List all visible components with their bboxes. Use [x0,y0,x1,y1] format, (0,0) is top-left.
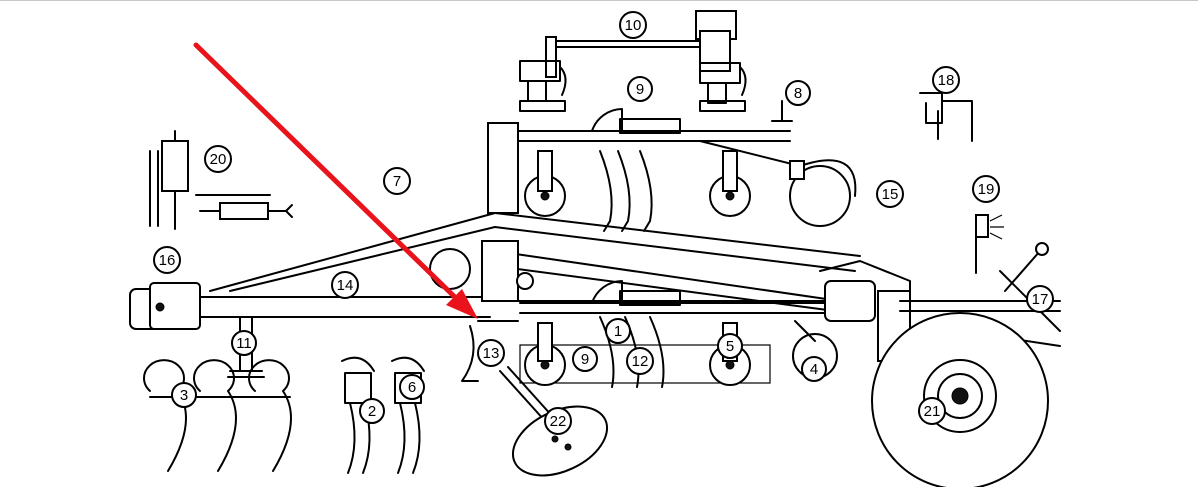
callout-5: 5 [717,333,743,359]
callout-13: 13 [477,339,505,367]
callout-14: 14 [331,271,359,299]
callout-label: 3 [180,387,188,404]
callout-label: 4 [810,361,818,378]
callout-label: 16 [159,252,176,269]
sensor-19 [975,214,1004,274]
callout-4: 4 [801,356,827,382]
callout-label: 8 [794,85,802,102]
callout-2: 2 [359,398,385,424]
upper-tine-frame [487,108,857,232]
callout-label: 9 [636,81,644,98]
callout-11: 11 [231,330,257,356]
callout-20: 20 [204,145,232,173]
lower-tine-frame [461,280,838,477]
callout-12: 12 [626,347,654,375]
callout-label: 11 [236,335,252,352]
shanks-2-6 [341,356,425,474]
cylinder-20 [149,130,293,230]
callout-label: 13 [483,345,500,362]
callout-label: 19 [978,181,995,198]
callout-label: 2 [368,403,376,420]
callout-label: 21 [924,403,941,420]
callout-3: 3 [171,382,197,408]
callout-9-upper: 9 [627,76,653,102]
callout-label: 6 [408,379,416,396]
callout-9-lower: 9 [572,346,598,372]
callout-label: 5 [726,338,734,355]
callout-label: 9 [581,351,589,368]
callout-label: 18 [938,72,955,89]
callout-label: 12 [632,353,649,370]
callout-18: 18 [932,66,960,94]
rear-wheel-assembly [819,242,1061,490]
pointer-arrow [193,42,478,319]
callout-label: 10 [625,17,642,34]
callout-21: 21 [918,397,946,425]
callout-label: 17 [1032,291,1049,308]
callout-19: 19 [972,175,1000,203]
callout-label: 14 [337,277,354,294]
bracket-18 [919,92,973,142]
bracket-8 [771,100,793,122]
top-shank-assembly [519,10,747,112]
callout-16: 16 [153,246,181,274]
callout-label: 15 [882,186,899,203]
callout-10: 10 [619,11,647,39]
callout-15: 15 [876,180,904,208]
spring-tines-3 [143,359,292,472]
callout-label: 20 [210,151,227,168]
callout-17: 17 [1026,285,1054,313]
callout-1: 1 [605,318,631,344]
callout-22: 22 [544,407,572,435]
callout-label: 22 [550,413,567,430]
callout-label: 1 [614,323,622,340]
callout-7: 7 [383,167,411,195]
callout-8: 8 [785,80,811,106]
callout-6: 6 [399,374,425,400]
callout-label: 7 [393,173,401,190]
